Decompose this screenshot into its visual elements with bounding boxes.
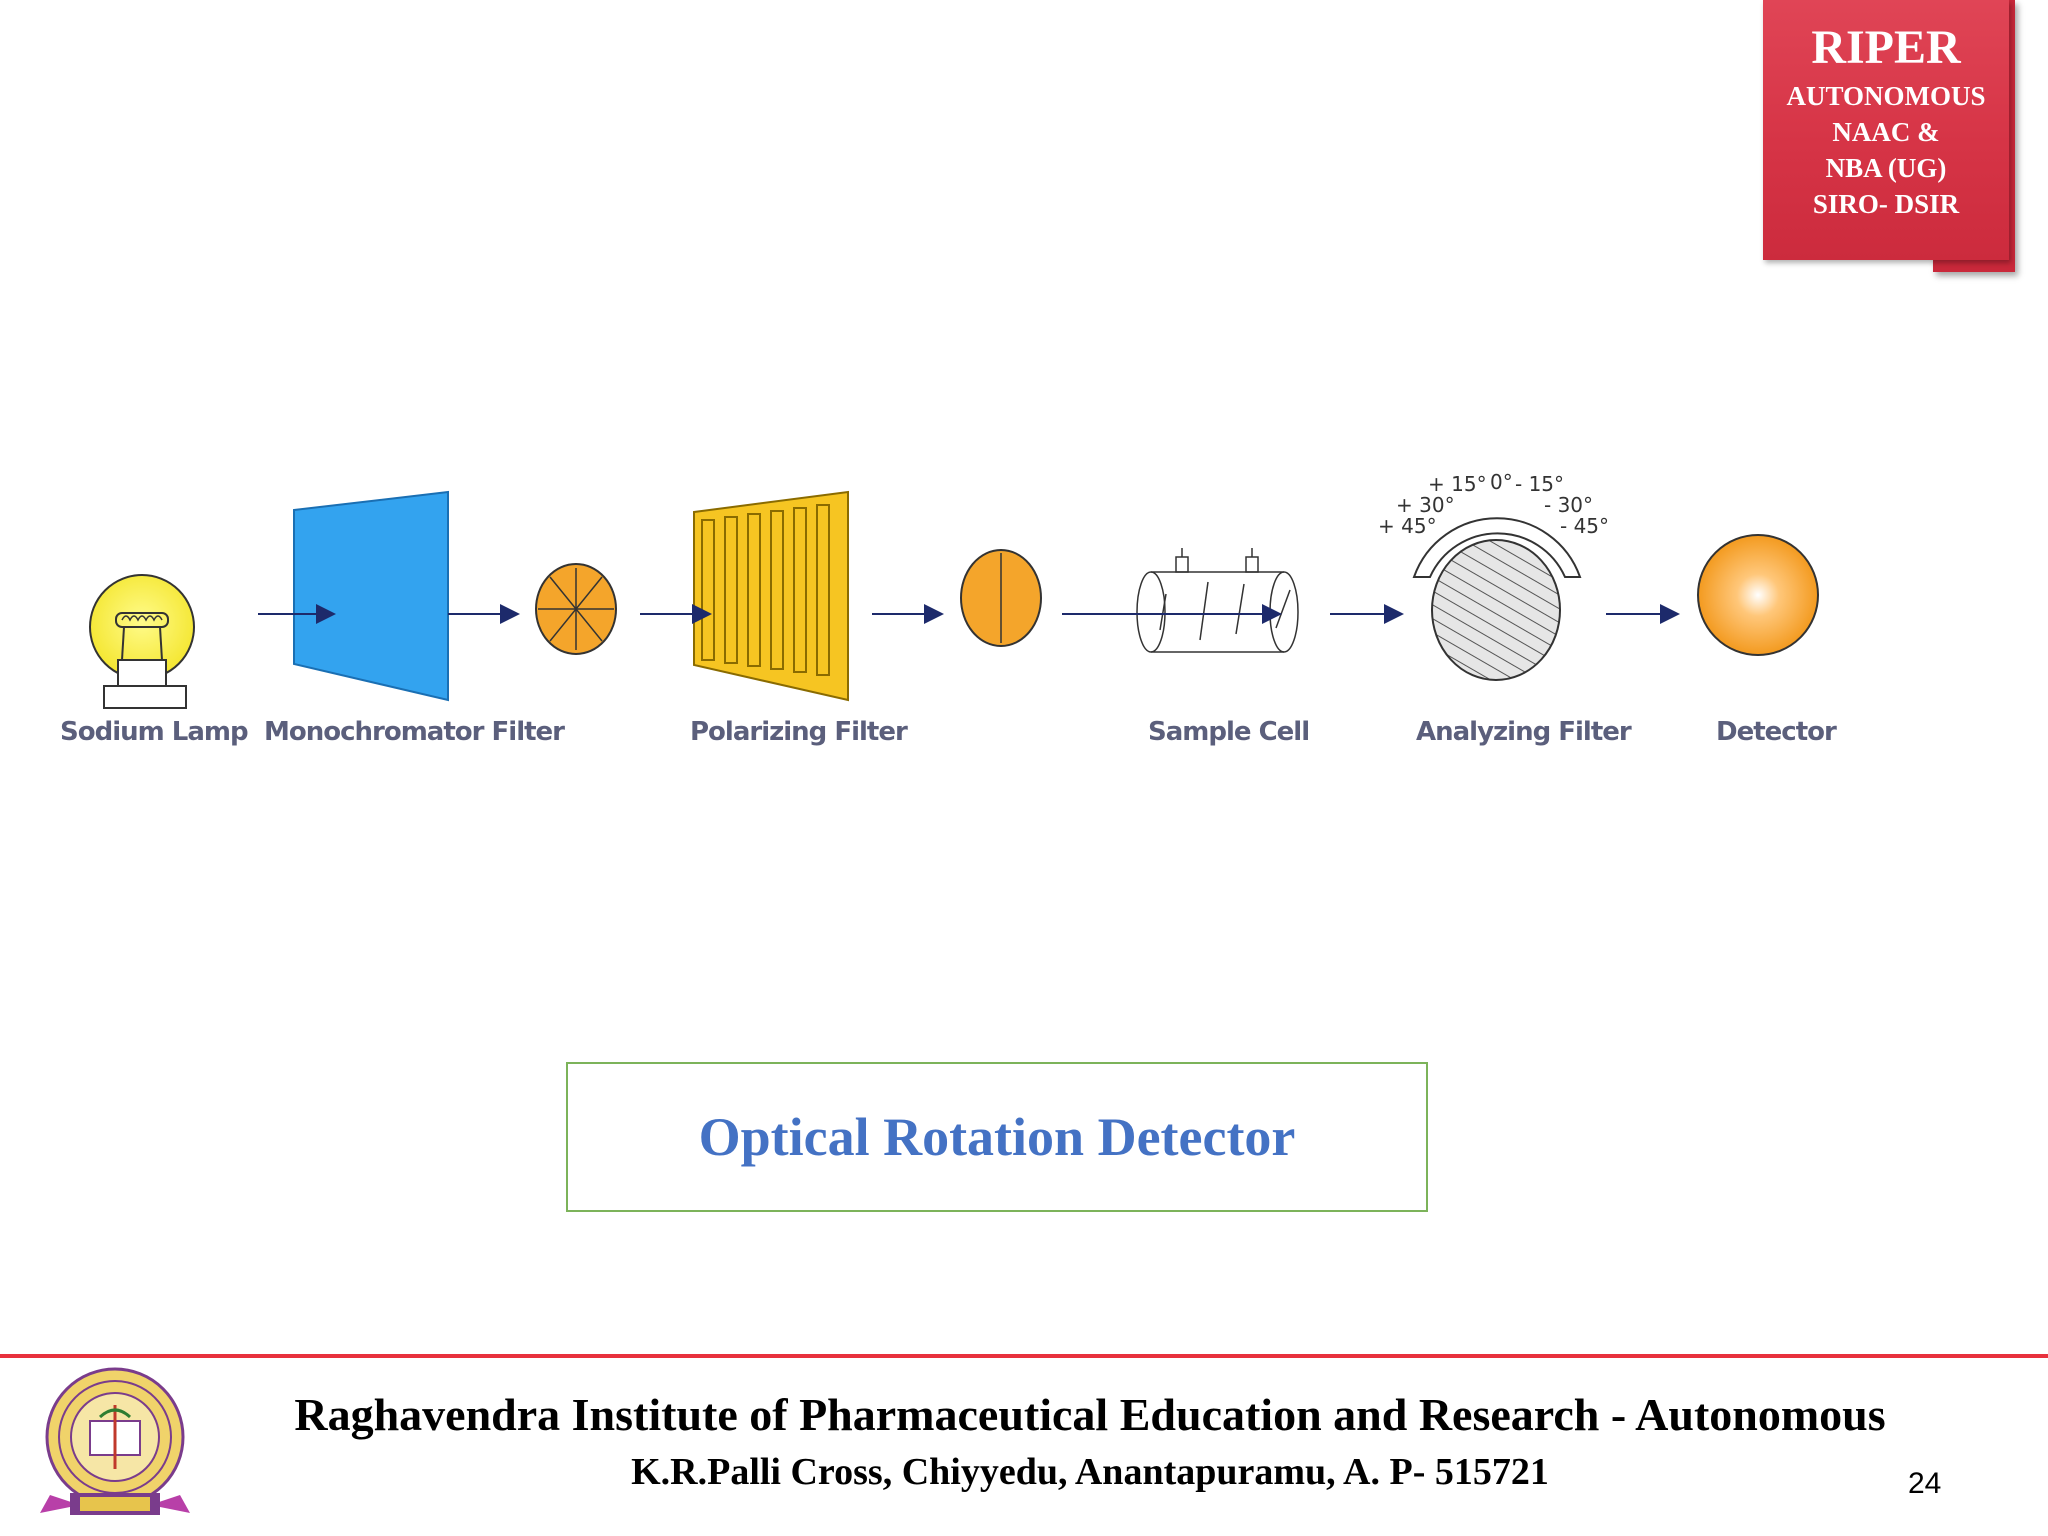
angle-zero: 0° (1490, 470, 1513, 494)
polarized-disc-icon (960, 549, 1042, 647)
polarizing-filter-shape (693, 490, 849, 702)
label-analyzing-filter: Analyzing Filter (1416, 717, 1632, 747)
angle-plus-45: + 45° (1378, 514, 1437, 538)
badge-line-2: NAAC & (1832, 117, 1940, 147)
institute-name: Raghavendra Institute of Pharmaceutical … (294, 1389, 1886, 1440)
badge-line-1: AUTONOMOUS (1786, 81, 1986, 111)
angle-minus-30: - 30° (1544, 493, 1593, 517)
label-monochromator-filter: Monochromator Filter (264, 717, 565, 747)
label-detector: Detector (1716, 717, 1837, 747)
sample-cell-icon (1136, 548, 1299, 653)
label-sodium-lamp: Sodium Lamp (60, 717, 248, 747)
caption-box: Optical Rotation Detector (566, 1062, 1428, 1212)
analyzing-filter-icon: + 15° 0° - 15° + 30° - 30° + 45° - 45° (1378, 470, 1609, 681)
badge-box: RIPER AUTONOMOUS NAAC & NBA (UG) SIRO- D… (1763, 0, 2009, 260)
angle-plus-30: + 30° (1396, 493, 1455, 517)
caption-text: Optical Rotation Detector (698, 1107, 1296, 1167)
page-number: 24 (1908, 1467, 1942, 1500)
angle-minus-45: - 45° (1560, 514, 1609, 538)
label-polarizing-filter: Polarizing Filter (690, 717, 908, 747)
detector-icon (1697, 534, 1819, 656)
monochromator-filter-shape (293, 490, 449, 702)
unpolarized-disc-icon (535, 563, 617, 655)
angle-minus-15: - 15° (1515, 472, 1564, 496)
badge-line-4: SIRO- DSIR (1812, 189, 1960, 219)
badge-line-3: NBA (UG) (1825, 153, 1947, 183)
riper-badge: RIPER AUTONOMOUS NAAC & NBA (UG) SIRO- D… (1763, 0, 2015, 272)
institute-address: K.R.Palli Cross, Chiyyedu, Anantapuramu,… (631, 1451, 1549, 1493)
label-sample-cell: Sample Cell (1148, 717, 1309, 747)
sodium-lamp-icon (89, 574, 195, 709)
badge-title: RIPER (1811, 21, 1961, 74)
angle-plus-15: + 15° (1428, 472, 1487, 496)
optical-rotation-diagram: + 15° 0° - 15° + 30° - 30° + 45° - 45° S… (60, 470, 1838, 747)
institute-logo-seal (40, 1367, 190, 1515)
footer-divider (0, 1354, 2048, 1358)
